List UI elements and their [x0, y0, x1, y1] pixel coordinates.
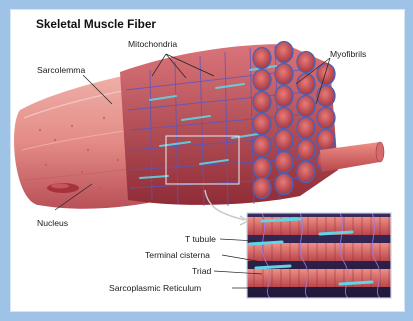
myofibril-cross-section [297, 96, 315, 117]
myofibril-cross-section [275, 86, 293, 107]
label-terminal-cisterna: Terminal cisterna [145, 251, 210, 260]
myofibril-cross-section [317, 64, 335, 85]
label-triad: Triad [192, 267, 211, 276]
myofibril-cross-section [275, 108, 293, 129]
myofibril-cross-section [275, 42, 293, 63]
myofibril-cross-section [297, 140, 315, 161]
myofibril-cross-section [317, 86, 335, 107]
label-sarcolemma: Sarcolemma [37, 66, 85, 75]
myofibril-cross-section [253, 48, 271, 69]
myofibril-cross-section [253, 114, 271, 135]
myofibril-cross-section [297, 162, 315, 183]
myofibril-cross-section [253, 178, 271, 199]
myofibril-cross-section [275, 152, 293, 173]
label-mitochondria: Mitochondria [128, 40, 177, 49]
magnified-inset [247, 213, 391, 298]
myofibril-cross-section [253, 70, 271, 91]
myofibril-cross-section [317, 108, 335, 129]
myofibril-cross-section [317, 130, 335, 151]
myofibril-cross-section [253, 92, 271, 113]
myofibril-cross-section [297, 118, 315, 139]
label-myofibrils: Myofibrils [330, 50, 366, 59]
figure-title: Skeletal Muscle Fiber [36, 17, 156, 31]
inset-myofibril [247, 243, 391, 261]
label-t-tubule: T tubule [185, 235, 216, 244]
myofibril-cross-section [275, 64, 293, 85]
myofibril-cross-section [297, 52, 315, 73]
myofibril-cross-section [253, 158, 271, 179]
label-nucleus: Nucleus [37, 219, 68, 228]
myofibril-cross-section [275, 130, 293, 151]
myofibril-cross-section [253, 136, 271, 157]
myofibril-bundle [120, 42, 338, 207]
myofibril-cross-section [275, 174, 293, 195]
label-sarcoplasmic-reticulum: Sarcoplasmic Reticulum [109, 284, 201, 293]
